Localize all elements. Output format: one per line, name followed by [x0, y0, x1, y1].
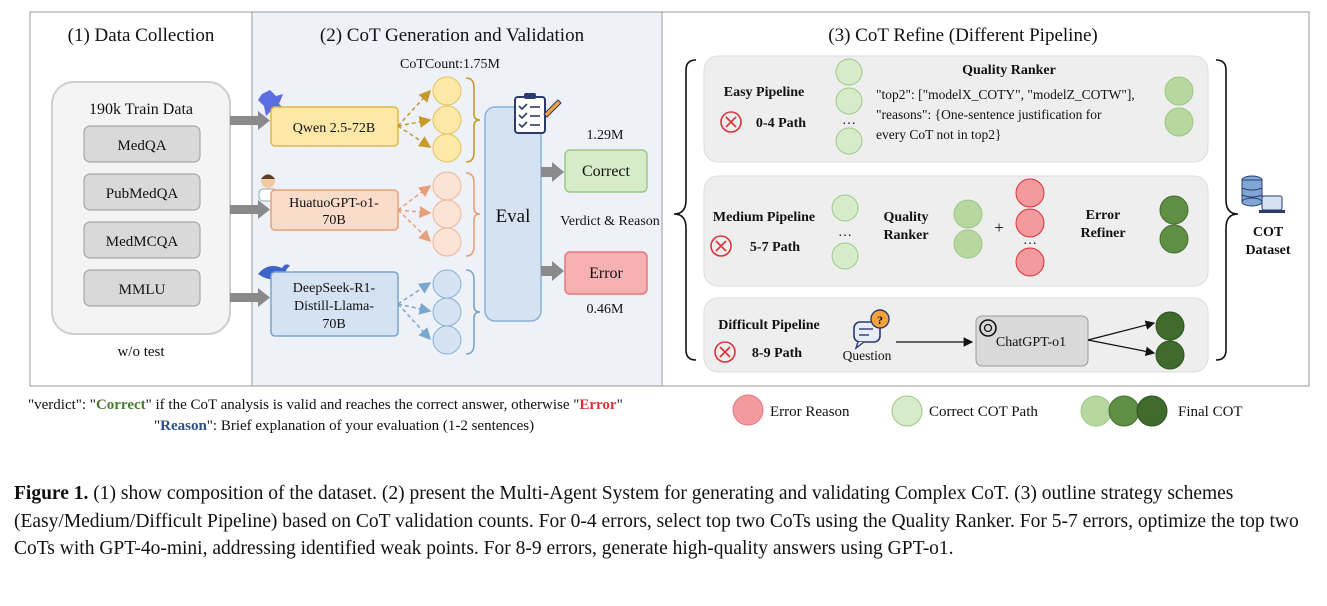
difficult-pipeline-title: Difficult Pipeline	[718, 318, 820, 333]
pipeline-diagram: (1) Data Collection (2) CoT Generation a…	[28, 11, 1310, 434]
difficult-path-label: 8-9 Path	[752, 346, 802, 361]
quality-ranker-title: Quality Ranker	[962, 63, 1056, 78]
reason-legend: "Reason": Brief explanation of your eval…	[154, 418, 534, 434]
medium-error-circles: …	[1015, 178, 1045, 277]
legend-correct-path: Correct COT Path	[929, 404, 1038, 420]
cot-count-label: CoTCount:1.75M	[400, 57, 501, 72]
easy-path-label: 0-4 Path	[756, 116, 806, 131]
quality-ranker-label: Quality	[883, 210, 928, 225]
ranker-output-line: every CoT not in top2}	[876, 127, 1001, 142]
medium-pipeline-box	[703, 175, 1209, 287]
model-label-huatuo: 70B	[322, 213, 345, 228]
right-brace	[1215, 59, 1239, 361]
correct-label: Correct	[582, 163, 631, 180]
error-label: Error	[589, 265, 623, 282]
caption-lead: Figure 1.	[14, 483, 89, 504]
reject-icon	[710, 235, 732, 257]
error-refiner-label: Error	[1086, 208, 1121, 223]
model-label-huatuo: HuatuoGPT-o1-	[289, 196, 379, 211]
legend-final-swatches	[1080, 395, 1168, 427]
model-label-qwen: Qwen 2.5-72B	[293, 121, 375, 136]
easy-pipeline-box	[703, 55, 1209, 163]
outcome-arrows	[541, 162, 564, 281]
figure-frame	[29, 11, 1310, 387]
model-label-deepseek: DeepSeek-R1-	[293, 281, 376, 296]
cot-circles-deepseek	[432, 269, 462, 355]
dataset-list: MedQA PubMedQA MedMCQA MMLU	[83, 125, 201, 307]
clipboard-icon	[514, 93, 562, 134]
verdict-reason-label: Verdict & Reason	[560, 214, 660, 229]
model-label-deepseek: Distill-Llama-	[294, 299, 374, 314]
caption-text: (1) show composition of the dataset. (2)…	[14, 483, 1299, 559]
dataset-box	[83, 221, 201, 259]
svg-text:?: ?	[877, 313, 883, 327]
svg-text:…: …	[842, 113, 856, 128]
reject-icon	[714, 341, 736, 363]
figure-caption: Figure 1. (1) show composition of the da…	[14, 480, 1314, 563]
feed-arrows	[230, 111, 270, 307]
correct-count: 1.29M	[587, 128, 625, 143]
model-label-deepseek: 70B	[322, 317, 345, 332]
svg-text:…: …	[838, 225, 852, 240]
dataset-label: MMLU	[119, 282, 166, 298]
correct-box	[564, 149, 648, 193]
medium-ranked-circles	[953, 199, 983, 259]
ranker-output-line: "top2": ["modelX_COTY", "modelZ_COTW"],	[876, 87, 1135, 102]
dataset-box	[83, 173, 201, 211]
cot-circles-qwen	[432, 76, 462, 163]
medium-pipeline-title: Medium Pipeline	[713, 210, 815, 225]
cot-dataset-label: Dataset	[1245, 243, 1290, 258]
section-title-data-collection: (1) Data Collection	[68, 25, 215, 46]
ranker-output-line: "reasons": {One-sentence justification f…	[876, 107, 1102, 122]
database-icon	[1241, 175, 1285, 213]
dataset-label: MedQA	[117, 138, 166, 154]
error-count: 0.46M	[587, 302, 625, 317]
legend-error-reason: Error Reason	[770, 404, 850, 420]
without-test-note: w/o test	[117, 344, 165, 360]
quality-ranker-label: Ranker	[883, 228, 928, 243]
legend-error-swatch	[732, 394, 764, 426]
eval-label: Eval	[496, 206, 531, 227]
medium-final-circles	[1159, 195, 1189, 254]
legend-final-cot: Final COT	[1178, 404, 1243, 420]
eval-box	[484, 106, 542, 322]
legend-correct-swatch	[891, 395, 923, 427]
easy-final-circles	[1164, 76, 1194, 137]
chatgpt-box	[975, 315, 1089, 367]
plus-sign: +	[994, 218, 1004, 237]
dataset-box	[83, 269, 201, 307]
easy-pipeline-title: Easy Pipeline	[724, 85, 805, 100]
section-title-generation: (2) CoT Generation and Validation	[320, 25, 585, 46]
error-box	[564, 251, 648, 295]
reject-icon	[720, 111, 742, 133]
left-brace	[673, 59, 697, 361]
dataset-label: MedMCQA	[106, 234, 179, 250]
train-data-title: 190k Train Data	[89, 101, 193, 118]
chatgpt-label: ChatGPT-o1	[996, 335, 1066, 350]
dataset-box	[83, 125, 201, 163]
verdict-legend: "verdict": "Correct" if the CoT analysis…	[28, 397, 623, 413]
openai-icon	[979, 319, 997, 337]
cot-circles-huatuo	[432, 171, 462, 257]
easy-cot-circles: …	[835, 58, 863, 155]
question-chat-icon: ?	[853, 309, 890, 350]
medium-cot-circles: …	[831, 194, 859, 270]
svg-text:…: …	[1023, 233, 1037, 248]
dataset-label: PubMedQA	[106, 186, 179, 202]
question-label: Question	[843, 348, 892, 363]
difficult-final-circles	[1155, 311, 1185, 370]
cot-dataset-label: COT	[1253, 225, 1284, 240]
section-title-refine: (3) CoT Refine (Different Pipeline)	[828, 25, 1097, 46]
medium-path-label: 5-7 Path	[750, 240, 800, 255]
error-refiner-label: Refiner	[1080, 226, 1125, 241]
